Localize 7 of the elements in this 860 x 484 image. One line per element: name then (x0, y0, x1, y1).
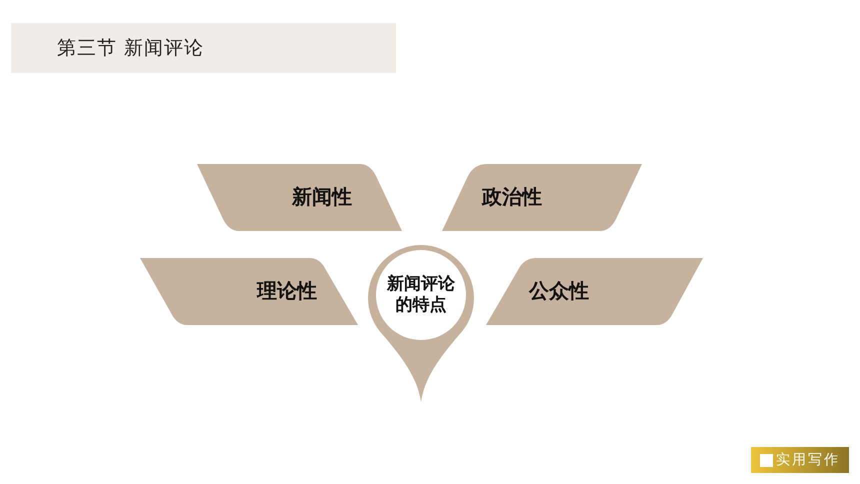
node-label: 政治性 (482, 184, 542, 210)
node-label: 理论性 (257, 278, 317, 304)
node-label: 新闻性 (292, 184, 352, 210)
node-label: 公众性 (529, 278, 589, 304)
title: 第三节 新闻评论 (57, 36, 204, 61)
tag-text: 实用写作 (776, 451, 840, 469)
node-label: 新闻评论的特点 (386, 274, 456, 316)
